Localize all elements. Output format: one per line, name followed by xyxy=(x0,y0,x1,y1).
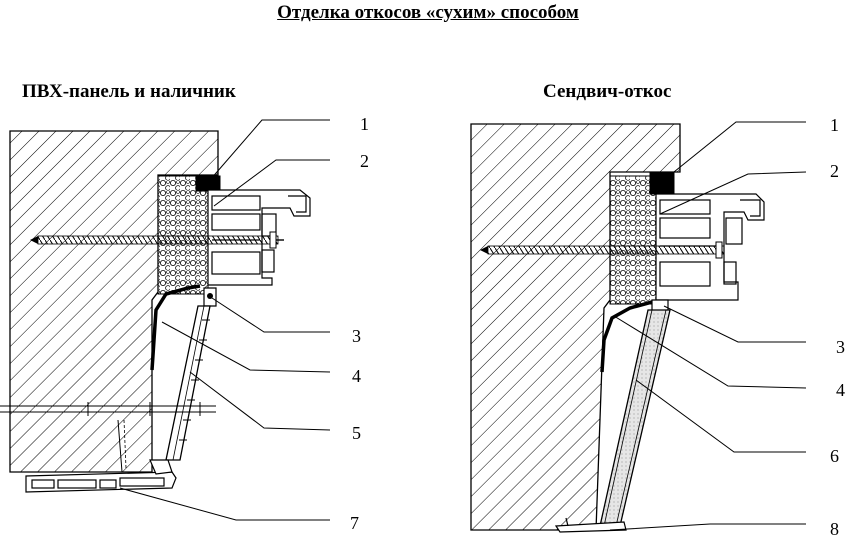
left-diagram xyxy=(0,130,311,493)
left-diagram-title: ПВХ-панель и наличник xyxy=(22,81,236,102)
left-insulation-strip xyxy=(150,284,201,371)
right-callout-2: 2 xyxy=(830,161,839,181)
left-callout-1: 1 xyxy=(360,114,369,134)
left-callout-3: 3 xyxy=(352,326,361,346)
right-callout-3: 3 xyxy=(836,337,845,357)
left-callout-7: 7 xyxy=(350,513,359,533)
left-callout-4: 4 xyxy=(352,366,361,386)
right-callout-6: 6 xyxy=(830,446,839,466)
right-foam-insulation xyxy=(609,175,657,305)
left-start-profile xyxy=(203,287,217,307)
right-diagram-title: Сендвич-откос xyxy=(543,81,672,102)
left-seal xyxy=(195,175,221,192)
left-anchor-screw xyxy=(37,235,279,245)
page-title: Отделка откосов «сухим» способом xyxy=(277,2,579,23)
left-callout-5: 5 xyxy=(352,423,361,443)
right-f-profile xyxy=(554,517,627,533)
left-architrave xyxy=(25,459,177,493)
right-callout-4: 4 xyxy=(836,380,845,400)
right-callout-1: 1 xyxy=(830,115,839,135)
left-break-line xyxy=(0,402,216,416)
right-callouts xyxy=(609,121,807,531)
left-foam-insulation xyxy=(157,175,209,295)
left-callouts xyxy=(119,119,331,521)
right-diagram xyxy=(470,123,765,533)
right-callout-8: 8 xyxy=(830,519,839,539)
left-pvc-panel xyxy=(165,305,211,461)
right-anchor-screw xyxy=(487,245,725,255)
right-sandwich-panel xyxy=(599,309,671,527)
right-insulation-strip xyxy=(600,300,653,373)
left-callout-2: 2 xyxy=(360,151,369,171)
